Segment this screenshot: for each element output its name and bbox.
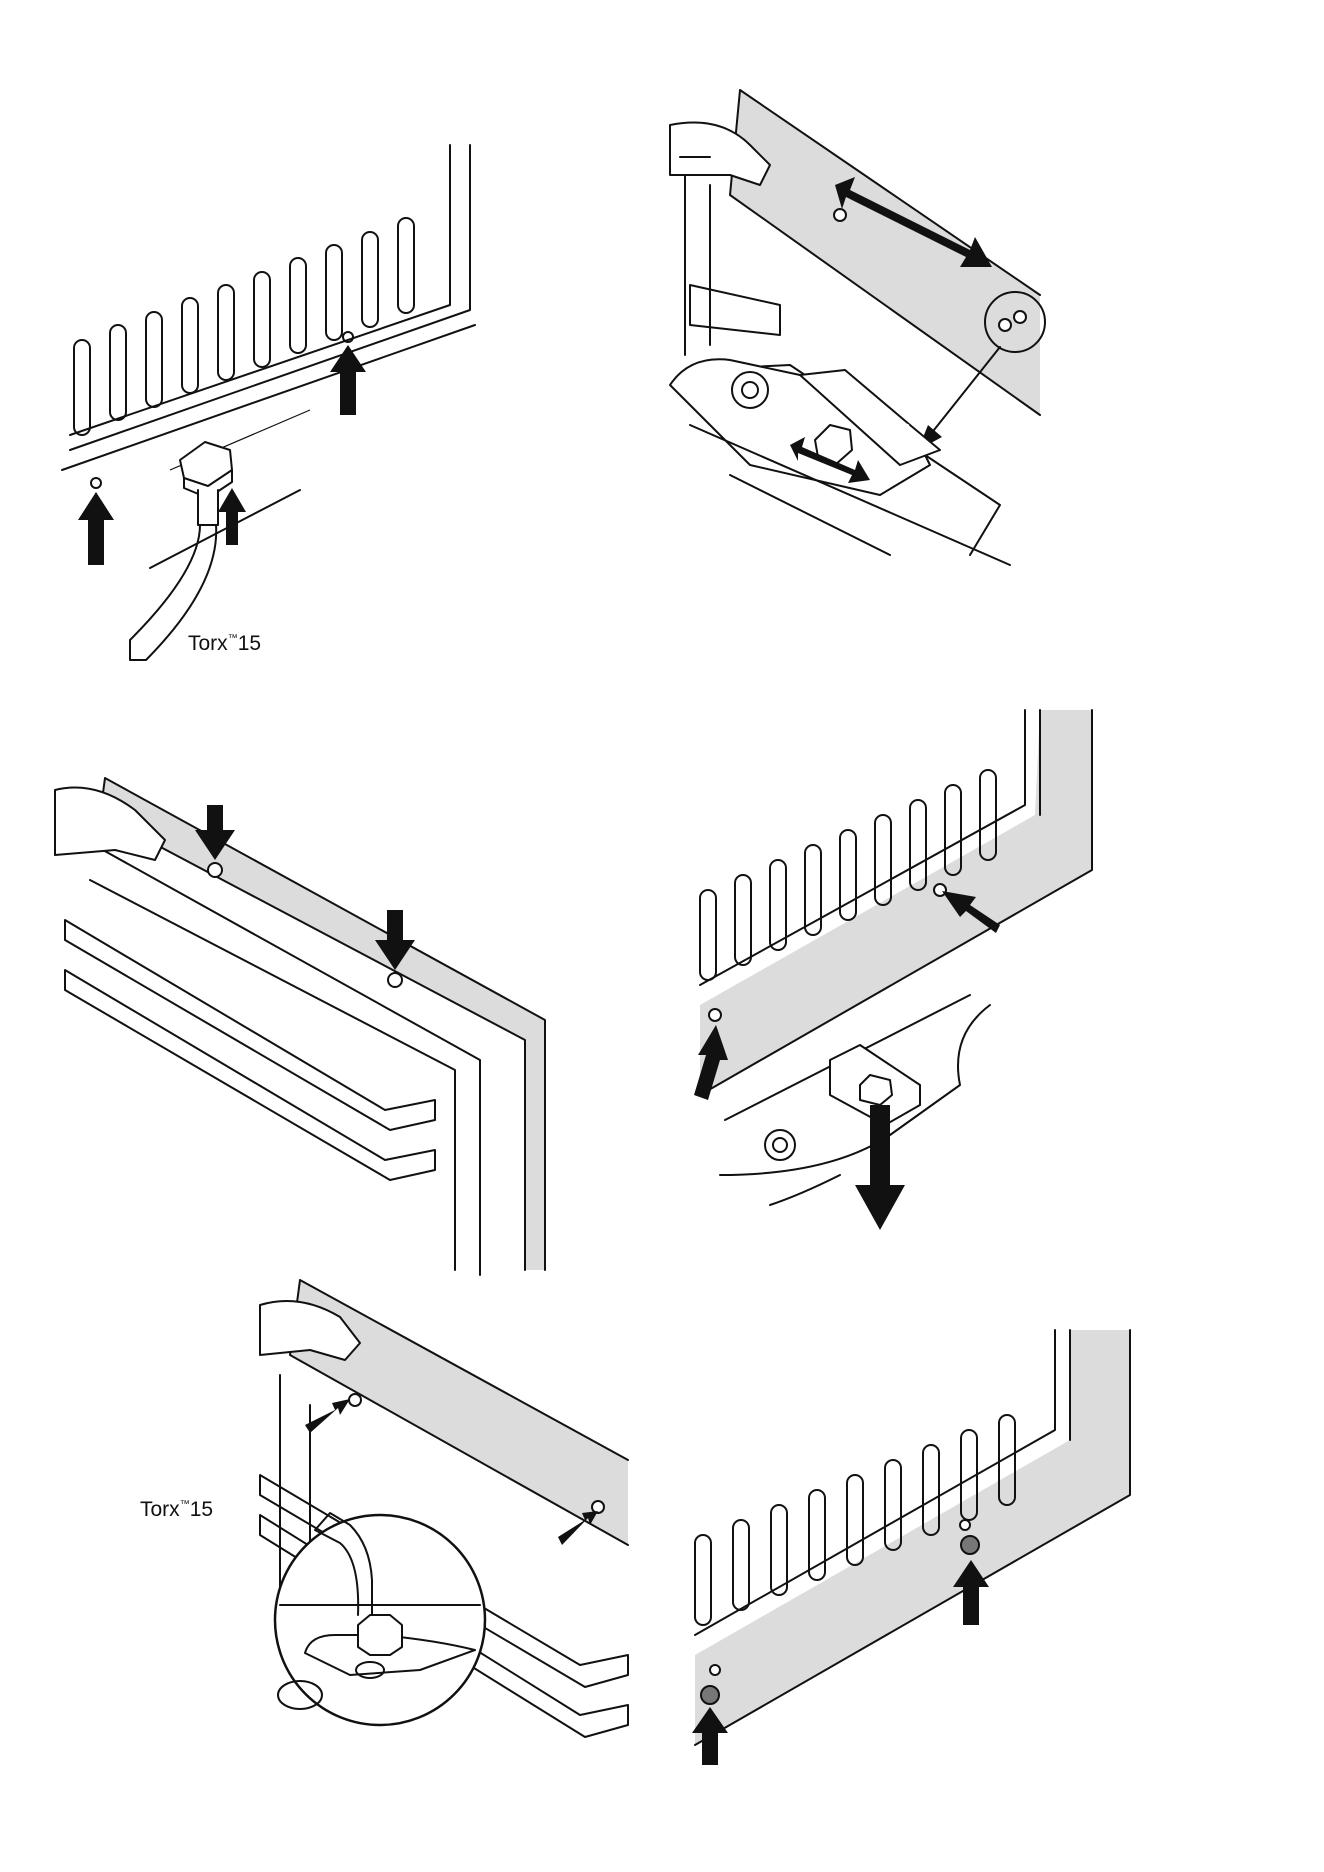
step-5-drawing (260, 1275, 630, 1795)
torx-label-2: Torx™15 (140, 1498, 213, 1522)
hand (55, 788, 165, 861)
hinge-detail (670, 359, 1010, 565)
arrow-down-icon (855, 1105, 905, 1230)
hinge-screw (388, 973, 402, 987)
door-vent-slots (74, 218, 414, 435)
arrow-up-icon (218, 488, 246, 545)
step-3-drawing (55, 770, 550, 1280)
door-shelf (65, 970, 435, 1180)
hinge-screw (592, 1501, 604, 1513)
torx-label-1: Torx™15 (188, 632, 261, 656)
step-5-panel: Torx™15 (260, 1275, 630, 1795)
hinge-screw (960, 1520, 970, 1530)
door-bottom-edge (62, 325, 475, 470)
door-shelf (690, 285, 780, 335)
step-1-panel: Torx™15 (60, 140, 490, 660)
step-4-panel (680, 705, 1100, 1235)
step-6-drawing (675, 1325, 1135, 1775)
cabinet-edge (100, 778, 545, 1270)
hinge-screw (934, 884, 946, 896)
step-6-panel (675, 1325, 1135, 1775)
hinge-screw (208, 863, 222, 877)
step-3-panel (55, 770, 550, 1280)
hinge-screw (349, 1394, 361, 1406)
step-2-panel (670, 85, 1050, 605)
step-1-drawing (60, 140, 490, 660)
arrow-up-icon (78, 492, 114, 565)
cover-cap (701, 1686, 719, 1704)
cover-cap (961, 1536, 979, 1554)
hinge-screw (709, 1009, 721, 1021)
step-4-drawing (680, 705, 1100, 1235)
screw-left (91, 478, 101, 488)
detail-circle-icon (275, 1513, 485, 1725)
hinge-screw (834, 209, 846, 221)
hinge-screw (710, 1665, 720, 1675)
arrow-up-icon (330, 345, 366, 415)
arrow-up-icon (305, 1399, 350, 1433)
step-2-drawing (670, 85, 1050, 605)
